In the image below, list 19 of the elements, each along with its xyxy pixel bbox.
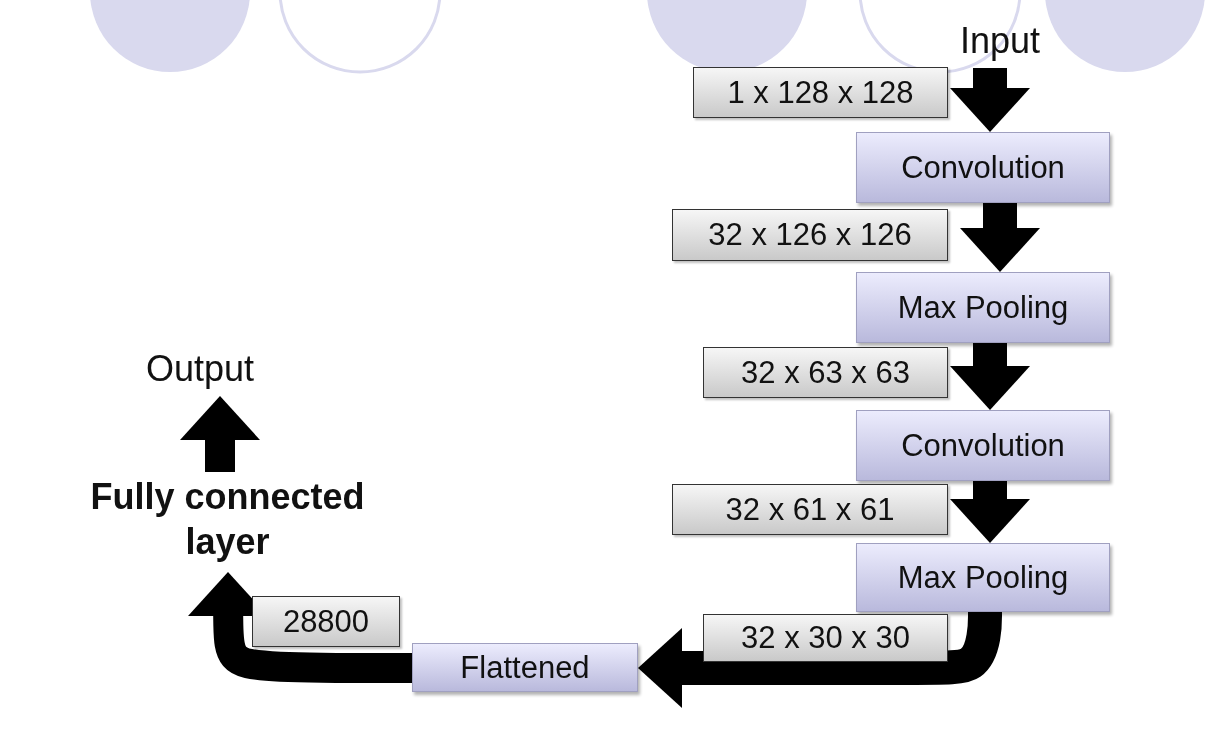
layer-box: Max Pooling [856,543,1110,612]
layer-box: Flattened [412,643,638,692]
block-arrow [950,481,1030,543]
block-arrow [180,396,260,472]
block-arrow [960,203,1040,272]
text-label: Input [940,18,1060,64]
dimension-label: 1 x 128 x 128 [693,67,948,118]
dimension-label: 32 x 30 x 30 [703,614,948,662]
dimension-label: 32 x 63 x 63 [703,347,948,398]
layer-box: Convolution [856,410,1110,481]
block-arrow [950,343,1030,410]
dimension-label: 28800 [252,596,400,647]
dimension-label: 32 x 126 x 126 [672,209,948,261]
layer-label: Fully connected layer [50,470,405,568]
block-arrow [950,68,1030,132]
text-label: Output [120,344,280,394]
layer-box: Max Pooling [856,272,1110,343]
dimension-label: 32 x 61 x 61 [672,484,948,535]
layer-box: Convolution [856,132,1110,203]
